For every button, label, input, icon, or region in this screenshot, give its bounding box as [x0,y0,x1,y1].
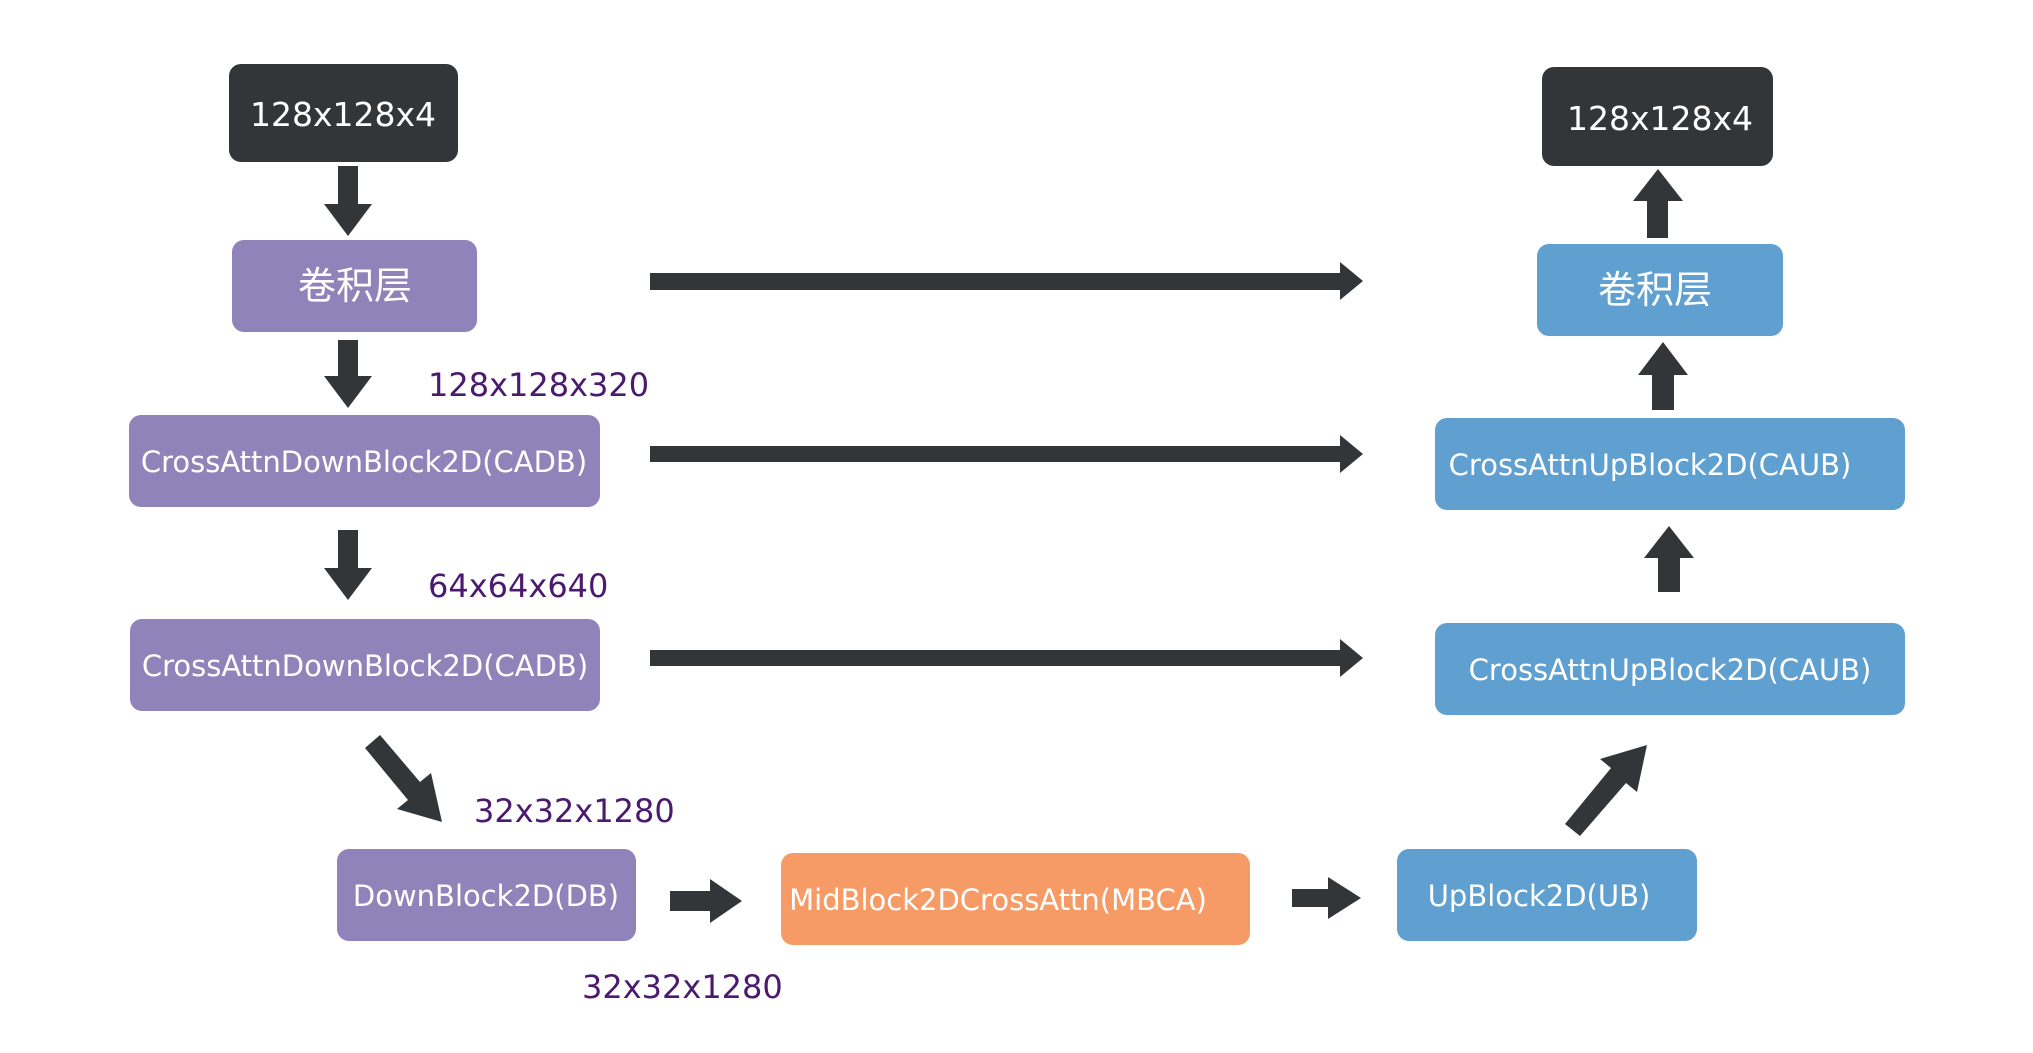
ub-node-label: UpBlock2D(UB) [1428,879,1651,913]
cadb-1-node: CrossAttnDownBlock2D(CADB) [129,415,600,507]
skip-arrow-cadb-2 [650,639,1363,677]
output-node-label: 128x128x4 [1567,99,1753,138]
ub-node: UpBlock2D(UB) [1397,849,1697,941]
arrow-input-to-conv [324,166,372,236]
dimension-label-after-cadb-1: 64x64x640 [428,567,608,605]
arrow-ub-to-caub-2 [1565,745,1647,836]
arrow-caub-1-to-conv-out [1638,342,1688,410]
arrow-cadb-2-to-db [365,735,442,822]
arrow-conv-to-cadb-1 [324,340,372,408]
conv-out-node: 卷积层 [1537,244,1783,336]
db-node: DownBlock2D(DB) [337,849,636,941]
dimension-label-after-conv: 128x128x320 [428,366,649,404]
caub-1-node: CrossAttnUpBlock2D(CAUB) [1435,418,1905,510]
conv-in-node: 卷积层 [232,240,477,332]
output-node: 128x128x4 [1542,67,1773,166]
arrow-cadb-1-to-cadb-2 [324,530,372,600]
input-node-label: 128x128x4 [250,95,436,134]
dimension-label-after-cadb-2: 32x32x1280 [474,792,675,830]
arrow-mbca-to-ub [1292,877,1361,919]
conv-out-node-label: 卷积层 [1598,268,1712,312]
mbca-node: MidBlock2DCrossAttn(MBCA) [781,853,1250,945]
caub-2-node: CrossAttnUpBlock2D(CAUB) [1435,623,1905,715]
conv-in-node-label: 卷积层 [298,264,412,308]
cadb-1-node-label: CrossAttnDownBlock2D(CADB) [141,445,587,479]
caub-2-node-label: CrossAttnUpBlock2D(CAUB) [1469,653,1872,687]
db-node-label: DownBlock2D(DB) [353,879,619,913]
dimension-label-after-db: 32x32x1280 [582,968,783,1006]
skip-arrow-conv [650,262,1363,300]
cadb-2-node-label: CrossAttnDownBlock2D(CADB) [142,649,588,683]
arrow-db-to-mbca [670,879,742,923]
skip-arrow-cadb-1 [650,435,1363,473]
mbca-node-label: MidBlock2DCrossAttn(MBCA) [789,883,1207,917]
caub-1-node-label: CrossAttnUpBlock2D(CAUB) [1449,448,1852,482]
input-node: 128x128x4 [229,64,458,162]
arrow-conv-out-to-output [1633,169,1683,238]
arrow-caub-2-to-caub-1 [1644,526,1694,592]
cadb-2-node: CrossAttnDownBlock2D(CADB) [130,619,600,711]
